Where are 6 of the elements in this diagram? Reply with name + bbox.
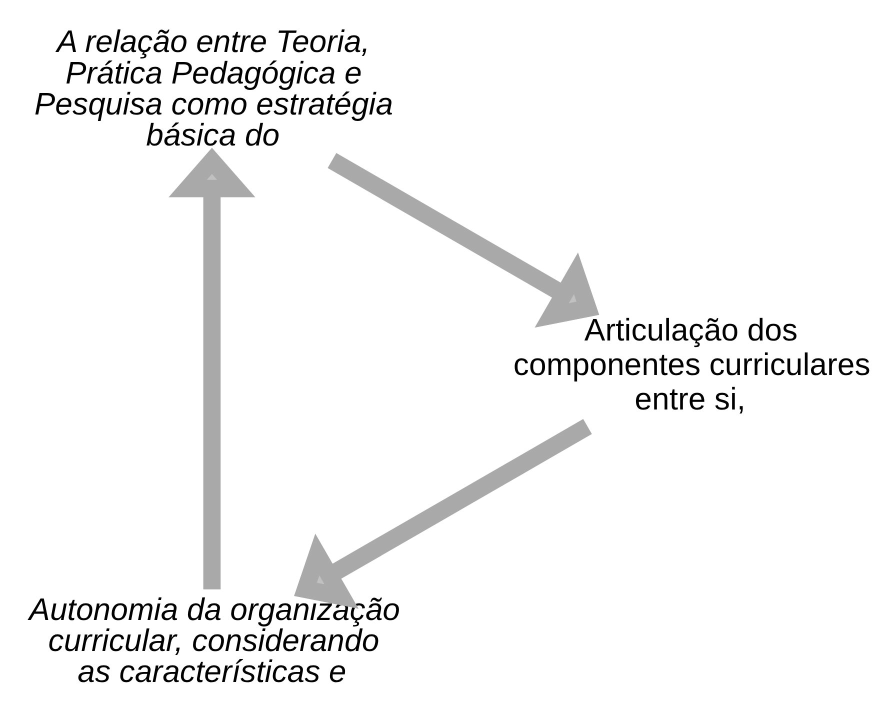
arrow [294,419,592,609]
node-text: Autonomia da organização curricular, considerando as características e [29,592,400,690]
arrow [328,153,600,328]
arrow [168,148,256,590]
node-text: A relação entre Teoria, Prática Pedagógica e Pesquisa como estratégia básica do [34,24,394,153]
node-text: Articulação dos componentes curriculares entre si, [513,312,870,417]
